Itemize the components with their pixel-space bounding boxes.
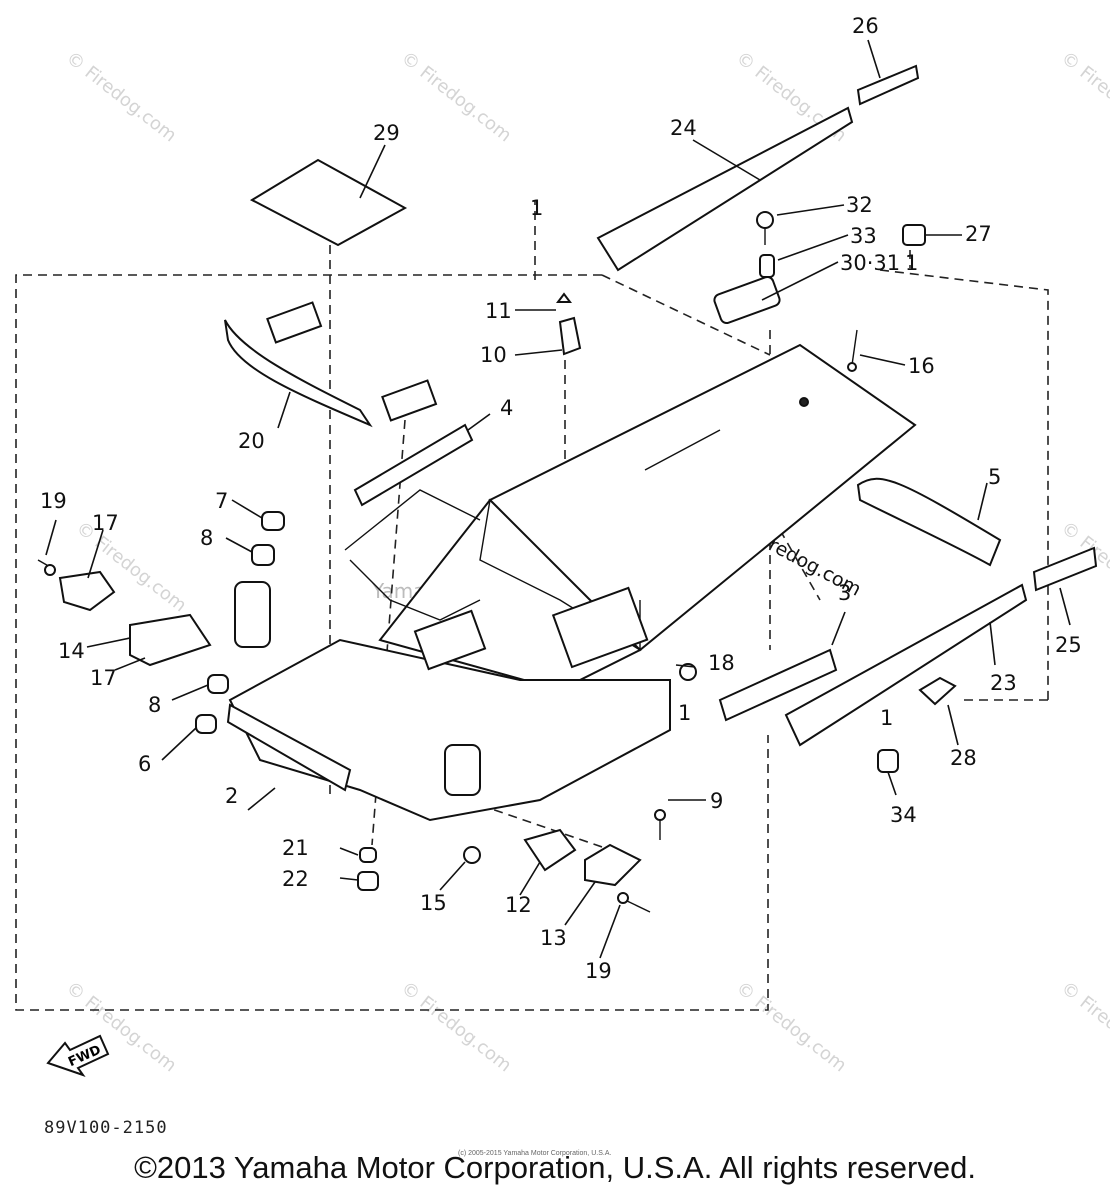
callout-22: 22 xyxy=(282,867,309,891)
callout-1-lower: 1 xyxy=(880,706,893,730)
callout-9: 9 xyxy=(710,789,723,813)
watermark: © Firedog.com xyxy=(732,977,850,1076)
part-20-bumper xyxy=(224,301,438,428)
callout-5: 5 xyxy=(988,465,1001,489)
callout-34: 34 xyxy=(890,803,917,827)
callout-27: 27 xyxy=(965,222,992,246)
watermark: © Firedog.com xyxy=(62,47,180,146)
callout-25: 25 xyxy=(1055,633,1082,657)
callout-2: 2 xyxy=(225,784,238,808)
callout-30-31: 30·31 xyxy=(840,251,900,275)
callout-33: 33 xyxy=(850,224,877,248)
callout-19-left: 19 xyxy=(40,489,67,513)
callout-10: 10 xyxy=(480,343,507,367)
callout-14: 14 xyxy=(58,639,85,663)
copyright-notice: ©2013 Yamaha Motor Corporation, U.S.A. A… xyxy=(134,1150,976,1185)
part-25-strip xyxy=(1032,546,1098,592)
callout-15: 15 xyxy=(420,891,447,915)
callout-13: 13 xyxy=(540,926,567,950)
main-frame xyxy=(228,343,917,822)
callout-6: 6 xyxy=(138,752,151,776)
callout-32: 32 xyxy=(846,193,873,217)
callout-18: 18 xyxy=(708,651,735,675)
callout-1-top: 1 xyxy=(530,196,543,220)
callout-3: 3 xyxy=(838,581,851,605)
callout-29: 29 xyxy=(373,121,400,145)
part-24-strip xyxy=(596,106,854,272)
watermark: © Firedog.com xyxy=(1057,47,1110,146)
watermark: © Firedog.com xyxy=(397,47,515,146)
part-2-crossmember xyxy=(226,703,352,792)
watermark: © Firedog.com xyxy=(1057,977,1110,1076)
part-23-strip xyxy=(784,583,1028,747)
callout-26: 26 xyxy=(852,14,879,38)
callout-8-top: 8 xyxy=(200,526,213,550)
callout-1-right: 1 xyxy=(905,251,918,275)
part-26-strip xyxy=(856,64,920,106)
callout-17-bottom: 17 xyxy=(90,666,117,690)
callout-21: 21 xyxy=(282,836,309,860)
part-4-bracket xyxy=(353,423,474,507)
callout-11: 11 xyxy=(485,299,512,323)
callout-20: 20 xyxy=(238,429,265,453)
callout-23: 23 xyxy=(990,671,1017,695)
callout-28: 28 xyxy=(950,746,977,770)
callout-16: 16 xyxy=(908,354,935,378)
callout-12: 12 xyxy=(505,893,532,917)
hardware xyxy=(37,211,957,913)
callout-17-top: 17 xyxy=(92,511,119,535)
watermark: © Firedog.com xyxy=(397,977,515,1076)
part-29-sheet xyxy=(249,158,408,247)
callout-4: 4 xyxy=(500,396,513,420)
assembly-boundary xyxy=(15,200,1049,1011)
fwd-arrow: FWD xyxy=(46,1034,110,1077)
callout-7: 7 xyxy=(215,489,228,513)
small-copyright-notice: (c) 2005-2015 Yamaha Motor Corporation, … xyxy=(458,1150,612,1157)
document-code: 89V100-2150 xyxy=(44,1118,168,1138)
callout-19-bottom: 19 xyxy=(585,959,612,983)
part-5-bracket xyxy=(856,477,1002,567)
leader-lines xyxy=(45,39,1071,959)
callout-1-mid: 1 xyxy=(678,701,691,725)
callout-labels: 26 24 29 32 33 30·31 27 1 1 11 10 16 4 2… xyxy=(40,14,1082,983)
part-3-rail xyxy=(718,648,838,722)
callout-8-bottom: 8 xyxy=(148,693,161,717)
callout-24: 24 xyxy=(670,116,697,140)
